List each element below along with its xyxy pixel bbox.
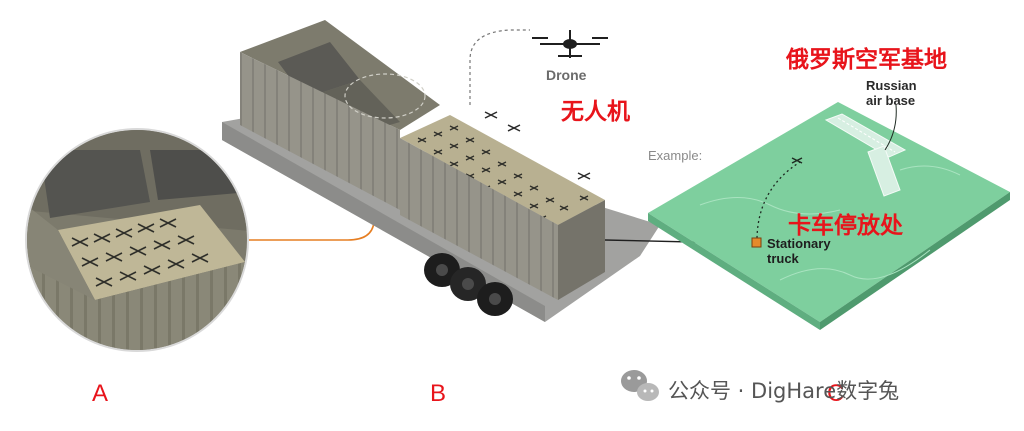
- attack-path: [756, 161, 801, 244]
- drone-label-cn: 无人机: [561, 99, 630, 125]
- truck-illustration: [222, 20, 660, 322]
- drone-flight-path: [469, 29, 530, 105]
- truck-marker: [751, 237, 762, 248]
- small-drones: [484, 111, 591, 180]
- panel-label-a: A: [92, 380, 109, 407]
- truck-label-line2: truck: [767, 251, 799, 266]
- truck-label-line1: Stationary: [767, 236, 831, 251]
- panel-label-c: C: [827, 380, 845, 407]
- truck-label-cn: 卡车停放处: [788, 213, 903, 239]
- airbase-label-cn: 俄罗斯空军基地: [786, 47, 947, 73]
- panel-label-b: B: [430, 380, 447, 407]
- drone-icon: [532, 30, 608, 58]
- magnifier-detail: [25, 128, 249, 352]
- example-label: Example:: [648, 148, 703, 163]
- airbase-label-line1: Russian: [866, 78, 917, 93]
- watermark: 公众号 · DigHare数字兔: [668, 379, 900, 403]
- roof-hatch-outline: [344, 73, 426, 119]
- map-tile: [648, 102, 1010, 330]
- wechat-icon: [621, 370, 659, 401]
- drone-swarm-detail: [71, 218, 209, 287]
- airbase-label-line2: air base: [866, 93, 916, 108]
- runway: [824, 113, 907, 197]
- drone-label: Drone: [546, 67, 587, 83]
